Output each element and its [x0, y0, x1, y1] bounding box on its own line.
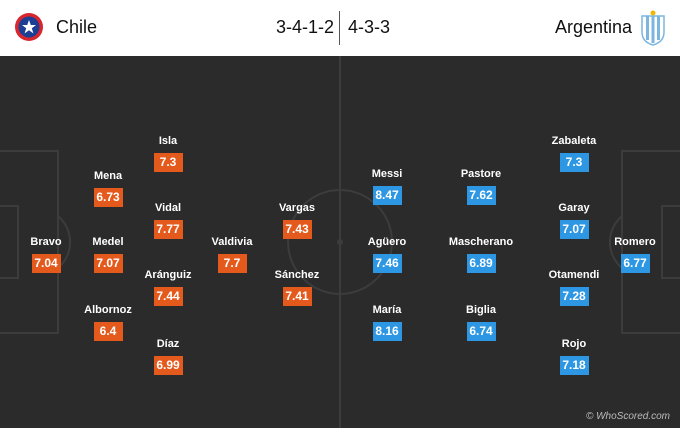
player-card-maria[interactable]: María 8.16 [347, 304, 427, 341]
player-name: Pastore [460, 168, 502, 180]
player-name: Romero [614, 236, 656, 248]
player-card-messi[interactable]: Messi 8.47 [347, 168, 427, 205]
player-rating: 7.3 [559, 153, 589, 172]
player-rating: 7.28 [559, 287, 589, 306]
player-rating: 6.89 [466, 254, 496, 273]
player-rating: 8.16 [372, 322, 402, 341]
player-name: Zabaleta [551, 135, 597, 147]
player-rating: 6.74 [466, 322, 496, 341]
away-formation: 4-3-3 [348, 17, 391, 37]
player-card-medel[interactable]: Medel 7.07 [68, 236, 148, 273]
pitch-markings [0, 56, 680, 428]
player-name: Díaz [156, 338, 180, 350]
player-card-garay[interactable]: Garay 7.07 [534, 202, 614, 239]
player-card-valdivia[interactable]: Valdivia 7.7 [192, 236, 272, 273]
player-card-biglia[interactable]: Biglia 6.74 [441, 304, 521, 341]
player-rating: 6.99 [153, 356, 183, 375]
player-card-otamendi[interactable]: Otamendi 7.28 [534, 269, 614, 306]
player-card-diaz[interactable]: Díaz 6.99 [128, 338, 208, 375]
player-rating: 8.47 [372, 186, 402, 205]
player-name: Vidal [154, 202, 182, 214]
player-name: Agüero [367, 236, 407, 248]
pitch: Isla 7.3 Mena 6.73 Vidal 7.77 Vargas 7.4… [0, 56, 680, 428]
player-rating: 7.07 [559, 220, 589, 239]
player-rating: 7.46 [372, 254, 402, 273]
player-name: Vargas [278, 202, 316, 214]
player-rating: 6.77 [620, 254, 650, 273]
player-card-bravo[interactable]: Bravo 7.04 [6, 236, 86, 273]
home-formation: 3-4-1-2 [276, 17, 335, 37]
match-header: Chile 3-4-1-2 4-3-3 Argentina [0, 0, 680, 56]
player-name: Mascherano [448, 236, 514, 248]
whoscored-credit[interactable]: © WhoScored.com [585, 411, 670, 422]
player-card-aguero[interactable]: Agüero 7.46 [347, 236, 427, 273]
player-rating: 7.3 [153, 153, 183, 172]
home-team-name: Chile [56, 17, 98, 37]
player-rating: 7.44 [153, 287, 183, 306]
player-name: Albornoz [84, 304, 132, 316]
player-name: Valdivia [211, 236, 253, 248]
player-rating: 7.04 [31, 254, 61, 273]
player-name: Bravo [30, 236, 62, 248]
player-name: Mena [93, 170, 123, 182]
player-name: Isla [158, 135, 178, 147]
chile-crest-icon [15, 13, 43, 41]
player-rating: 6.73 [93, 188, 123, 207]
player-rating: 7.62 [466, 186, 496, 205]
player-rating: 7.41 [282, 287, 312, 306]
player-card-mena[interactable]: Mena 6.73 [68, 170, 148, 207]
player-name: Rojo [561, 338, 587, 350]
player-card-romero[interactable]: Romero 6.77 [595, 236, 675, 273]
player-name: Messi [371, 168, 403, 180]
player-name: María [372, 304, 402, 316]
player-rating: 7.77 [153, 220, 183, 239]
argentina-crest-icon [641, 10, 665, 46]
player-card-mascherano[interactable]: Mascherano 6.89 [441, 236, 521, 273]
player-name: Aránguiz [144, 269, 192, 281]
player-rating: 7.43 [282, 220, 312, 239]
player-card-aranguiz[interactable]: Aránguiz 7.44 [128, 269, 208, 306]
player-rating: 6.4 [93, 322, 123, 341]
player-name: Biglia [466, 304, 496, 316]
player-card-isla[interactable]: Isla 7.3 [128, 135, 208, 172]
player-name: Garay [558, 202, 590, 214]
player-card-sanchez[interactable]: Sánchez 7.41 [257, 269, 337, 306]
player-name: Sánchez [274, 269, 320, 281]
player-card-vidal[interactable]: Vidal 7.77 [128, 202, 208, 239]
player-card-pastore[interactable]: Pastore 7.62 [441, 168, 521, 205]
player-card-zabaleta[interactable]: Zabaleta 7.3 [534, 135, 614, 172]
player-rating: 7.18 [559, 356, 589, 375]
player-card-albornoz[interactable]: Albornoz 6.4 [68, 304, 148, 341]
player-card-vargas[interactable]: Vargas 7.43 [257, 202, 337, 239]
player-rating: 7.7 [217, 254, 247, 273]
player-name: Otamendi [548, 269, 600, 281]
player-card-rojo[interactable]: Rojo 7.18 [534, 338, 614, 375]
player-name: Medel [92, 236, 124, 248]
away-team-name: Argentina [554, 17, 632, 37]
formation-divider [339, 11, 340, 45]
player-rating: 7.07 [93, 254, 123, 273]
